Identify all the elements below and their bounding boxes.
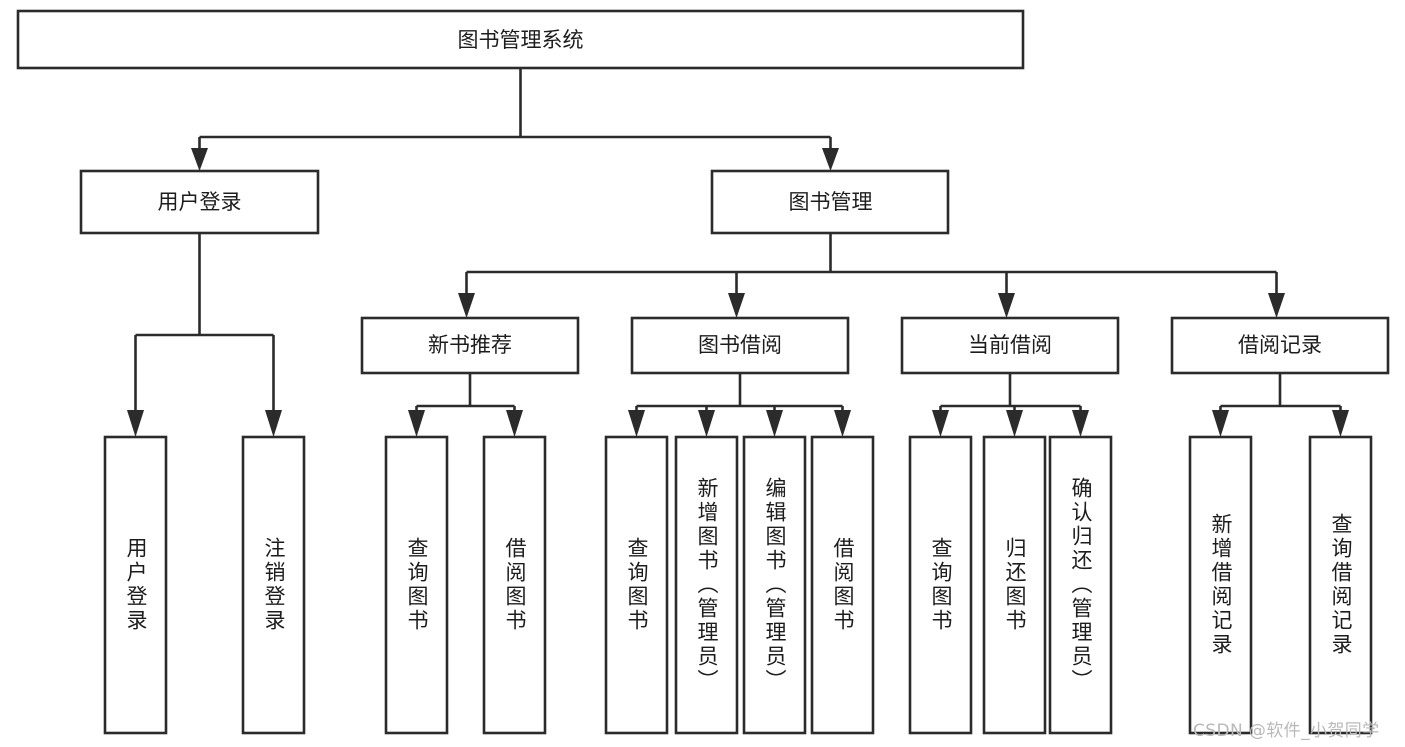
node-root-box[interactable] [16, 9, 1025, 70]
node-root[interactable]: 图书管理系统 [16, 9, 1025, 70]
node-leaf-user-login-box[interactable] [103, 435, 168, 735]
arrow-head-leaf-borrow-book-1 [506, 410, 523, 437]
arrow-head-leaf-query-book-1 [408, 410, 425, 437]
node-leaf-borrow-book-2-box[interactable] [810, 435, 875, 735]
watermark-text: CSDN @软件_小贺同学 [1193, 721, 1380, 741]
node-leaf-query-record-box[interactable] [1308, 435, 1373, 735]
arrow-head-new-book-recommend [458, 293, 475, 318]
arrow-head-leaf-query-record [1332, 410, 1349, 437]
node-book-manage-box[interactable] [710, 169, 950, 235]
node-book-manage[interactable]: 图书管理 [710, 169, 950, 235]
arrow-head-leaf-query-book-3 [932, 410, 949, 437]
node-leaf-logout-box[interactable] [241, 435, 306, 735]
arrow-head-leaf-edit-book [766, 410, 783, 437]
node-current-borrow-box[interactable] [900, 316, 1120, 375]
node-book-borrow[interactable]: 图书借阅 [630, 316, 850, 375]
arrow-head-book-borrow [728, 293, 745, 318]
arrow-head-leaf-confirm-return [1072, 410, 1089, 437]
node-new-book-recommend-label: 新书推荐 [428, 333, 512, 357]
node-current-borrow-label: 当前借阅 [968, 333, 1052, 357]
node-leaf-query-book-1-box[interactable] [384, 435, 449, 735]
node-user-login-label: 用户登录 [158, 190, 242, 214]
node-borrow-record-box[interactable] [1170, 316, 1390, 375]
arrow-head-leaf-add-book [698, 410, 715, 437]
node-leaf-add-book-box[interactable] [674, 435, 739, 735]
node-leaf-confirm-return-box[interactable] [1048, 435, 1113, 735]
arrow-head-book-manage [822, 148, 839, 171]
node-book-manage-label: 图书管理 [789, 190, 873, 214]
node-current-borrow[interactable]: 当前借阅 [900, 316, 1120, 375]
node-user-login[interactable]: 用户登录 [79, 169, 320, 235]
node-borrow-record[interactable]: 借阅记录 [1170, 316, 1390, 375]
node-leaf-add-record-box[interactable] [1188, 435, 1253, 735]
arrow-head-user-login [191, 148, 208, 171]
arrow-head-leaf-user-login [127, 410, 144, 437]
arrow-head-borrow-record [1268, 293, 1285, 318]
arrow-head-leaf-borrow-book-2 [834, 410, 851, 437]
node-leaf-return-book-box[interactable] [982, 435, 1047, 735]
node-user-login-box[interactable] [79, 169, 320, 235]
arrow-head-leaf-query-book-2 [628, 410, 645, 437]
arrow-head-leaf-return-book [1006, 410, 1023, 437]
node-new-book-recommend-box[interactable] [360, 316, 580, 375]
node-leaf-query-book-2-box[interactable] [604, 435, 669, 735]
node-leaf-borrow-book-1-box[interactable] [482, 435, 547, 735]
node-new-book-recommend[interactable]: 新书推荐 [360, 316, 580, 375]
node-leaf-edit-book-box[interactable] [742, 435, 807, 735]
node-root-label: 图书管理系统 [458, 28, 584, 52]
arrow-head-leaf-add-record [1212, 410, 1229, 437]
node-book-borrow-box[interactable] [630, 316, 850, 375]
node-book-borrow-label: 图书借阅 [698, 333, 782, 357]
arrow-head-current-borrow [998, 293, 1015, 318]
arrow-head-leaf-logout [265, 410, 282, 437]
node-leaf-query-book-3-box[interactable] [908, 435, 973, 735]
connector-layer [127, 68, 1349, 437]
node-layer: 图书管理系统 用户登录 图书管理 新书推荐 图书借阅 当前 [16, 9, 1390, 735]
node-borrow-record-label: 借阅记录 [1238, 333, 1322, 357]
